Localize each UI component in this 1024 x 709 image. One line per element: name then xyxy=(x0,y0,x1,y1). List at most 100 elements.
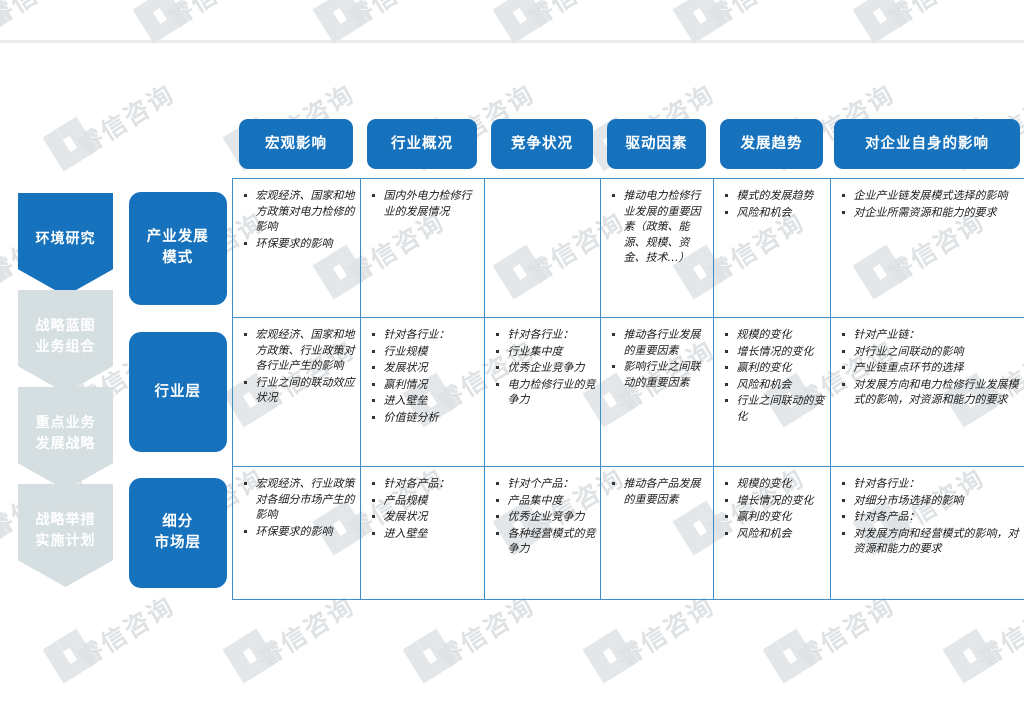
matrix-header-cell-1: 宏观影响 xyxy=(232,110,360,179)
bullet-item: 各种经营模式的竞争力 xyxy=(491,526,596,557)
bullet-item: 影响行业之间联动的重要因素 xyxy=(607,359,709,390)
matrix-cell-r1-c4: 推动电力检修行业发展的重要因素（政策、能源、规模、资金、技术…） xyxy=(599,178,713,318)
column-pill-4[interactable]: 驱动因素 xyxy=(607,119,706,169)
watermark-tile: 睿信咨询 xyxy=(672,0,870,110)
bullet-item: 进入壁垒 xyxy=(367,393,480,409)
watermark-tile: 睿信咨询 xyxy=(0,610,60,709)
watermark-text: 睿信咨询 xyxy=(160,0,271,35)
matrix-cell-r2-c5: 规模的变化增长情况的变化赢利的变化风险和机会行业之间联动的变化 xyxy=(712,317,830,467)
bullet-item: 针对各行业： xyxy=(837,476,1021,492)
bullet-list: 推动各行业发展的重要因素影响行业之间联动的重要因素 xyxy=(601,318,713,395)
bullet-item: 发展状况 xyxy=(367,360,480,376)
watermark-logo-icon xyxy=(0,244,8,299)
watermark-text: 睿信咨询 xyxy=(880,0,991,35)
matrix-cell-r3-c5: 规模的变化增长情况的变化赢利的变化风险和机会 xyxy=(712,466,830,600)
row-label-3[interactable]: 细分 市场层 xyxy=(129,478,227,588)
matrix-cell-r3-c6: 针对各行业：对细分市场选择的影响针对各产品：对发展方向和经营模式的影响，对资源和… xyxy=(829,466,1024,600)
pipeline-step-4[interactable]: 战略举措 实施计划 xyxy=(18,484,113,587)
bullet-list: 规模的变化增长情况的变化赢利的变化风险和机会行业之间联动的变化 xyxy=(714,318,830,429)
row-label-cell-1: 产业发展 模式 xyxy=(124,179,232,318)
bullet-item: 产品集中度 xyxy=(491,493,596,509)
bullet-item: 推动各行业发展的重要因素 xyxy=(607,327,709,358)
bullet-list: 推动电力检修行业发展的重要因素（政策、能源、规模、资金、技术…） xyxy=(601,179,713,271)
bullet-item: 优秀企业竞争力 xyxy=(491,360,596,376)
bullet-list: 针对各行业：对细分市场选择的影响针对各产品：对发展方向和经营模式的影响，对资源和… xyxy=(831,467,1024,562)
watermark-logo-icon xyxy=(42,628,98,684)
bullet-list: 宏观经济、国家和地方政策对电力检修的影响环保要求的影响 xyxy=(233,179,360,256)
watermark-logo-icon xyxy=(312,0,368,44)
bullet-item: 模式的发展趋势 xyxy=(720,188,826,204)
matrix-table: 宏观影响行业概况竞争状况驱动因素发展趋势对企业自身的影响产业发展 模式宏观经济、… xyxy=(124,110,1024,600)
matrix-cell-r2-c4: 推动各行业发展的重要因素影响行业之间联动的重要因素 xyxy=(599,317,713,467)
matrix-row-1: 产业发展 模式宏观经济、国家和地方政策对电力检修的影响环保要求的影响国内外电力检… xyxy=(124,178,1024,318)
column-pill-2[interactable]: 行业概况 xyxy=(367,119,477,169)
bullet-list: 国内外电力检修行业的发展情况 xyxy=(361,179,484,224)
bullet-item: 行业规模 xyxy=(367,344,480,360)
bullet-item: 行业之间的联动效应状况 xyxy=(239,375,356,406)
bullet-item: 规模的变化 xyxy=(720,476,826,492)
matrix-cell-r1-c1: 宏观经济、国家和地方政策对电力检修的影响环保要求的影响 xyxy=(231,178,360,318)
watermark-text: 睿信咨询 xyxy=(0,0,91,35)
bullet-item: 产品规模 xyxy=(367,493,480,509)
bullet-item: 对发展方向和电力检修行业发展模式的影响，对资源和能力的要求 xyxy=(837,377,1021,408)
row-label-cell-2: 行业层 xyxy=(124,318,232,467)
watermark-tile: 睿信咨询 xyxy=(42,591,240,709)
bullet-item: 推动电力检修行业发展的重要因素（政策、能源、规模、资金、技术…） xyxy=(607,188,709,266)
matrix-cell-r2-c2: 针对各行业：行业规模发展状况赢利情况进入壁垒价值链分析 xyxy=(359,317,484,467)
bullet-item: 宏观经济、国家和地方政策对电力检修的影响 xyxy=(239,188,356,235)
bullet-list: 针对各行业：行业规模发展状况赢利情况进入壁垒价值链分析 xyxy=(361,318,484,430)
watermark-text: 睿信咨询 xyxy=(340,0,451,35)
bullet-item: 针对各行业： xyxy=(491,327,596,343)
watermark-tile: 睿信咨询 xyxy=(132,0,330,110)
bullet-list: 企业产业链发展模式选择的影响对企业所需资源和能力的要求 xyxy=(831,179,1024,225)
watermark-tile: 睿信咨询 xyxy=(402,591,600,709)
column-pill-5[interactable]: 发展趋势 xyxy=(720,119,823,169)
bullet-item: 宏观经济、国家和地方政策、行业政策对各行业产生的影响 xyxy=(239,327,356,374)
bullet-list: 宏观经济、行业政策对各细分市场产生的影响环保要求的影响 xyxy=(233,467,360,544)
matrix-cell-r2-c6: 针对产业链：对行业之间联动的影响产业链重点环节的选择对发展方向和电力检修行业发展… xyxy=(829,317,1024,467)
row-label-2[interactable]: 行业层 xyxy=(129,332,227,452)
column-pill-3[interactable]: 竞争状况 xyxy=(491,119,593,169)
bullet-item: 增长情况的变化 xyxy=(720,493,826,509)
bullet-item: 电力检修行业的竞争力 xyxy=(491,377,596,408)
bullet-list: 模式的发展趋势风险和机会 xyxy=(714,179,830,225)
column-pill-1[interactable]: 宏观影响 xyxy=(239,119,353,169)
bullet-list: 推动各产品发展的重要因素 xyxy=(601,467,713,512)
pipeline-step-1[interactable]: 环境研究 xyxy=(18,193,113,296)
bullet-item: 针对个产品： xyxy=(491,476,596,492)
matrix-row-3: 细分 市场层宏观经济、行业政策对各细分市场产生的影响环保要求的影响针对各产品：产… xyxy=(124,466,1024,600)
pipeline-step-2-label: 战略蓝图 业务组合 xyxy=(35,317,96,355)
pipeline-step-3[interactable]: 重点业务 发展战略 xyxy=(18,387,113,490)
bullet-item: 规模的变化 xyxy=(720,327,826,343)
pipeline-step-2[interactable]: 战略蓝图 业务组合 xyxy=(18,290,113,393)
watermark-tile: 睿信咨询 xyxy=(0,0,150,110)
matrix-row-2: 行业层宏观经济、国家和地方政策、行业政策对各行业产生的影响行业之间的联动效应状况… xyxy=(124,317,1024,467)
watermark-tile: 睿信咨询 xyxy=(762,591,960,709)
row-label-cell-3: 细分 市场层 xyxy=(124,467,232,600)
bullet-item: 针对各产品： xyxy=(367,476,480,492)
bullet-item: 企业产业链发展模式选择的影响 xyxy=(837,188,1021,204)
bullet-list: 针对各行业：行业集中度优秀企业竞争力电力检修行业的竞争力 xyxy=(485,318,600,413)
matrix-cell-r1-c5: 模式的发展趋势风险和机会 xyxy=(712,178,830,318)
watermark-logo-icon xyxy=(222,628,278,684)
pipeline-step-3-label: 重点业务 发展战略 xyxy=(35,414,96,452)
matrix-header-cell-5: 发展趋势 xyxy=(713,110,830,179)
bullet-list: 针对各产品：产品规模发展状况进入壁垒 xyxy=(361,467,484,546)
bullet-item: 赢利情况 xyxy=(367,377,480,393)
bullet-list: 针对产业链：对行业之间联动的影响产业链重点环节的选择对发展方向和电力检修行业发展… xyxy=(831,318,1024,413)
bullet-item: 对行业之间联动的影响 xyxy=(837,344,1021,360)
bullet-item: 产业链重点环节的选择 xyxy=(837,360,1021,376)
bullet-item: 对企业所需资源和能力的要求 xyxy=(837,205,1021,221)
bullet-item: 针对各产品： xyxy=(837,509,1021,525)
watermark-logo-icon xyxy=(672,0,728,44)
watermark-logo-icon xyxy=(852,0,908,44)
bullet-item: 国内外电力检修行业的发展情况 xyxy=(367,188,480,219)
row-label-1[interactable]: 产业发展 模式 xyxy=(129,191,227,305)
watermark-tile: 睿信咨询 xyxy=(942,591,1024,709)
watermark-tile: 睿信咨询 xyxy=(492,0,690,110)
watermark-logo-icon xyxy=(582,628,638,684)
bullet-item: 推动各产品发展的重要因素 xyxy=(607,476,709,507)
watermark-text: 睿信咨询 xyxy=(700,0,811,35)
column-pill-6[interactable]: 对企业自身的影响 xyxy=(834,119,1020,169)
